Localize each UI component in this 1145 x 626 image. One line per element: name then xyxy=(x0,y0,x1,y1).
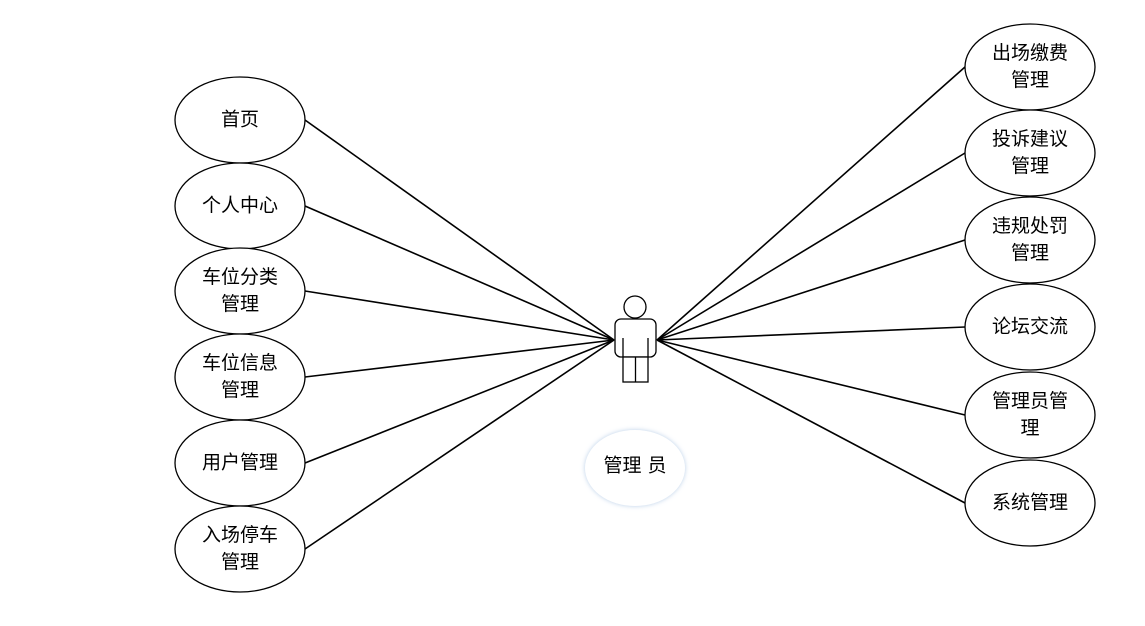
association-line-parking-info-mgmt xyxy=(304,339,615,378)
use-case-ellipse xyxy=(964,23,1096,111)
use-case-ellipse xyxy=(964,371,1096,459)
use-case-label: 理 xyxy=(1020,417,1039,439)
association-line-personal-center xyxy=(304,205,615,341)
use-case-homepage: 首页 xyxy=(174,76,306,164)
use-case-forum-exchange: 论坛交流 xyxy=(964,283,1096,371)
use-case-label: 系统管理 xyxy=(992,492,1068,514)
association-line-violation-penalty-mgmt xyxy=(656,239,966,341)
association-line-exit-payment-mgmt xyxy=(656,66,966,341)
use-case-label: 出场缴费 xyxy=(992,42,1068,64)
use-case-label: 入场停车 xyxy=(202,524,278,546)
use-case-label: 管理 xyxy=(1011,69,1049,91)
use-case-personal-center: 个人中心 xyxy=(174,162,306,250)
use-case-label: 管理 xyxy=(1011,242,1049,264)
use-case-ellipse xyxy=(174,333,306,421)
use-case-ellipse xyxy=(964,459,1096,547)
use-case-label: 管理 xyxy=(221,551,259,573)
use-case-label: 管理员管 xyxy=(992,390,1068,412)
association-line-forum-exchange xyxy=(656,326,966,341)
use-case-label: 投诉建议 xyxy=(992,128,1068,150)
actor-head xyxy=(623,295,647,319)
use-case-ellipse xyxy=(964,196,1096,284)
use-case-label: 首页 xyxy=(221,109,259,131)
association-line-user-mgmt xyxy=(304,339,615,464)
use-case-ellipse xyxy=(174,247,306,335)
use-case-label: 违规处罚 xyxy=(992,215,1068,237)
use-case-label: 论坛交流 xyxy=(992,316,1068,338)
actor-label: 管理 员 xyxy=(603,455,666,477)
association-line-entry-parking-mgmt xyxy=(304,339,615,550)
use-case-label: 车位信息 xyxy=(202,352,278,374)
association-line-admin-mgmt xyxy=(656,339,966,416)
use-case-system-mgmt: 系统管理 xyxy=(964,459,1096,547)
actor-label-background xyxy=(585,430,685,506)
actor: 管理 员 xyxy=(585,295,685,506)
use-case-label: 管理 xyxy=(221,293,259,315)
association-line-parking-category-mgmt xyxy=(304,290,615,341)
use-case-label: 管理 xyxy=(1011,155,1049,177)
use-case-label: 个人中心 xyxy=(202,195,278,217)
association-line-complaint-suggestion-mgmt xyxy=(656,152,966,341)
use-case-user-mgmt: 用户管理 xyxy=(174,419,306,507)
use-case-ellipse xyxy=(174,505,306,593)
use-case-label: 用户管理 xyxy=(202,452,278,474)
actor-body xyxy=(614,318,657,358)
use-case-ellipse xyxy=(964,283,1096,371)
use-case-label: 管理 xyxy=(221,379,259,401)
use-case-label: 车位分类 xyxy=(202,266,278,288)
association-line-homepage xyxy=(304,119,615,341)
use-cases: 首页个人中心车位分类管理车位信息管理用户管理入场停车管理出场缴费管理投诉建议管理… xyxy=(174,23,1096,593)
association-line-system-mgmt xyxy=(656,339,966,504)
use-case-ellipse xyxy=(964,109,1096,197)
association-lines xyxy=(304,66,966,550)
